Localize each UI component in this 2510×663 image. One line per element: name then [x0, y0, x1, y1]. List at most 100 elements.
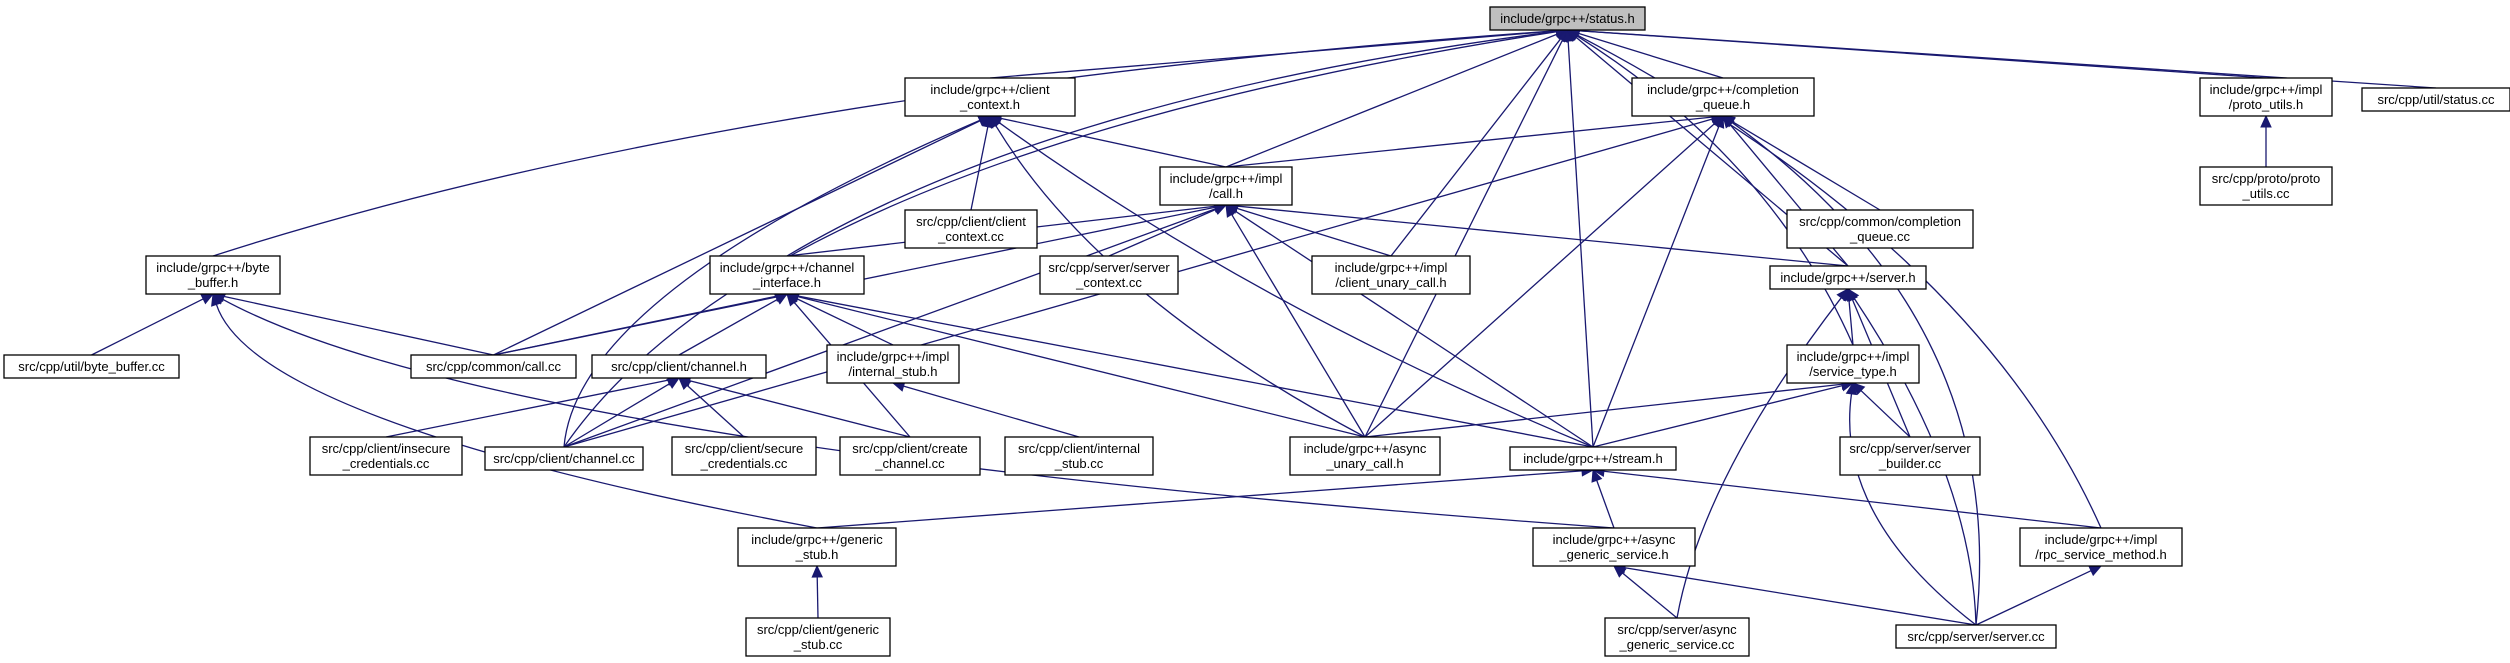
node-box [1631, 77, 1815, 117]
node-label-line: _generic_service.cc [1619, 637, 1735, 652]
node-channel-interface-h[interactable]: include/grpc++/channel_interface.h [709, 255, 865, 295]
edge-line [1622, 572, 1678, 619]
node-client-context-cc[interactable]: src/cpp/client/client_context.cc [904, 209, 1038, 249]
node-status-h[interactable]: include/grpc++/status.h [1489, 6, 1646, 31]
node-client-channel-h[interactable]: src/cpp/client/channel.h [591, 354, 767, 379]
node-box [3, 354, 180, 379]
node-server-h[interactable]: include/grpc++/server.h [1769, 265, 1927, 290]
edge-line [1364, 39, 1564, 438]
edge-impl_client_unary_call_h-to-status_h [1390, 29, 1569, 257]
node-impl-call-h[interactable]: include/grpc++/impl/call.h [1159, 166, 1293, 206]
node-label-line: src/cpp/client/client [916, 214, 1026, 229]
node-label-line: _credentials.cc [342, 456, 430, 471]
node-server-server-cc[interactable]: src/cpp/server/server.cc [1895, 624, 2057, 649]
node-box [1289, 436, 1441, 476]
node-common-completion-queue-cc[interactable]: src/cpp/common/completion_queue.cc [1786, 209, 1974, 249]
node-label-line: /proto_utils.h [2229, 97, 2303, 112]
edge-create_channel_cc-to-client_channel_h [677, 375, 911, 438]
node-client-context-h[interactable]: include/grpc++/client_context.h [904, 77, 1076, 117]
node-label-line: src/cpp/client/create [852, 441, 968, 456]
node-label-line: src/cpp/client/channel.h [611, 359, 747, 374]
edge-common_completion_queue_cc-to-completion_queue_h [1721, 115, 1881, 211]
edge-line [1364, 383, 1843, 438]
arrowhead [1224, 204, 1239, 217]
node-label-line: _credentials.cc [700, 456, 788, 471]
node-client-channel-cc[interactable]: src/cpp/client/channel.cc [484, 446, 644, 471]
node-label-line: src/cpp/client/generic [757, 622, 880, 637]
node-label-line: _context.h [959, 97, 1020, 112]
node-insecure-credentials-cc[interactable]: src/cpp/client/insecure_credentials.cc [309, 436, 463, 476]
edge-server_context_cc-to-impl_call_h [1108, 204, 1228, 257]
node-label-line: include/grpc++/status.h [1500, 11, 1634, 26]
node-async-generic-service-h[interactable]: include/grpc++/async_generic_service.h [1532, 527, 1696, 567]
edge-line [796, 298, 894, 346]
edge-server_builder_cc-to-impl_service_type_h [1852, 382, 1911, 438]
node-label-line: src/cpp/common/call.cc [426, 359, 562, 374]
node-box [1604, 617, 1750, 657]
node-label-line: _stub.cc [793, 637, 843, 652]
edge-line [786, 30, 1557, 257]
node-label-line: src/cpp/util/status.cc [2377, 92, 2495, 107]
edge-line [1731, 121, 1981, 626]
arrowhead [1591, 468, 1603, 483]
node-impl-internal-stub-h[interactable]: include/grpc++/impl/internal_stub.h [826, 344, 960, 384]
node-secure-credentials-cc[interactable]: src/cpp/client/secure_credentials.cc [671, 436, 817, 476]
edge-client_context_h-to-status_h [989, 25, 1569, 79]
node-impl-service-type-h[interactable]: include/grpc++/impl/service_type.h [1786, 344, 1920, 384]
edge-line [1567, 40, 1594, 448]
node-box [709, 255, 865, 295]
node-label-line: /service_type.h [1809, 364, 1896, 379]
edge-stream_h-to-impl_call_h [1224, 204, 1594, 448]
node-completion-queue-h[interactable]: include/grpc++/completion_queue.h [1631, 77, 1815, 117]
node-label-line: _queue.cc [1849, 229, 1910, 244]
edge-common_call_cc-to-channel_interface_h [493, 290, 789, 356]
node-util-status-cc[interactable]: src/cpp/util/status.cc [2361, 87, 2510, 112]
edge-line [689, 380, 911, 438]
edge-line [1364, 122, 1716, 438]
node-generic-stub-h[interactable]: include/grpc++/generic_stub.h [737, 527, 897, 567]
node-proto-utils-cc[interactable]: src/cpp/proto/proto_utils.cc [2199, 166, 2333, 206]
node-stream-h[interactable]: include/grpc++/stream.h [1509, 446, 1677, 471]
node-label-line: include/grpc++/completion [1647, 82, 1799, 97]
edge-server_server_cc-to-impl_rpc_service_method_h [1975, 565, 2103, 626]
edge-line [212, 30, 1557, 257]
node-common-call-cc[interactable]: src/cpp/common/call.cc [410, 354, 577, 379]
node-byte-buffer-h[interactable]: include/grpc++/byte_buffer.h [145, 255, 281, 295]
edge-stream_h-to-completion_queue_h [1592, 114, 1725, 448]
edge-line [215, 304, 818, 529]
edge-insecure_credentials_cc-to-client_channel_h [385, 374, 681, 438]
node-server-async-generic-service-cc[interactable]: src/cpp/server/async_generic_service.cc [1604, 617, 1750, 657]
edge-util_byte_buffer_cc-to-byte_buffer_h [91, 293, 215, 356]
node-label-line: _stub.h [795, 547, 839, 562]
arrowhead [1852, 382, 1866, 396]
node-box [1311, 255, 1471, 295]
node-label-line: src/cpp/common/completion [1799, 214, 1961, 229]
node-async-unary-call-h[interactable]: include/grpc++/async_unary_call.h [1289, 436, 1441, 476]
edge-line [989, 30, 1557, 79]
edge-layer [91, 25, 2437, 626]
node-impl-rpc-service-method-h[interactable]: include/grpc++/impl/rpc_service_method.h [2019, 527, 2183, 567]
node-create-channel-cc[interactable]: src/cpp/client/create_channel.cc [839, 436, 981, 476]
edge-line [1577, 32, 1724, 79]
node-label-line: _stub.cc [1054, 456, 1104, 471]
edge-line [563, 208, 1216, 448]
node-box [484, 446, 644, 471]
node-internal-stub-cc[interactable]: src/cpp/client/internal_stub.cc [1004, 436, 1154, 476]
edge-line [970, 126, 989, 211]
edge-line [1860, 390, 1911, 438]
node-label-line: include/grpc++/impl [1797, 349, 1910, 364]
edge-client_generic_stub_cc-to-generic_stub_h [811, 564, 823, 619]
node-util-byte-buffer-cc[interactable]: src/cpp/util/byte_buffer.cc [3, 354, 180, 379]
node-label-line: _context.cc [1075, 275, 1142, 290]
node-impl-proto-utils-h[interactable]: include/grpc++/impl/proto_utils.h [2199, 77, 2333, 117]
edge-line [1236, 205, 1849, 267]
edge-impl_internal_stub_h-to-channel_interface_h [785, 293, 894, 346]
edge-common_call_cc-to-byte_buffer_h [211, 290, 494, 356]
node-client-generic-stub-cc[interactable]: src/cpp/client/generic_stub.cc [745, 617, 891, 657]
node-server-context-cc[interactable]: src/cpp/server/server_context.cc [1039, 255, 1179, 295]
node-server-builder-cc[interactable]: src/cpp/server/server_builder.cc [1839, 436, 1981, 476]
edge-stream_h-to-impl_service_type_h [1592, 380, 1855, 448]
node-impl-client-unary-call-h[interactable]: include/grpc++/impl/client_unary_call.h [1311, 255, 1471, 295]
edge-channel_interface_h-to-status_h [786, 25, 1569, 257]
